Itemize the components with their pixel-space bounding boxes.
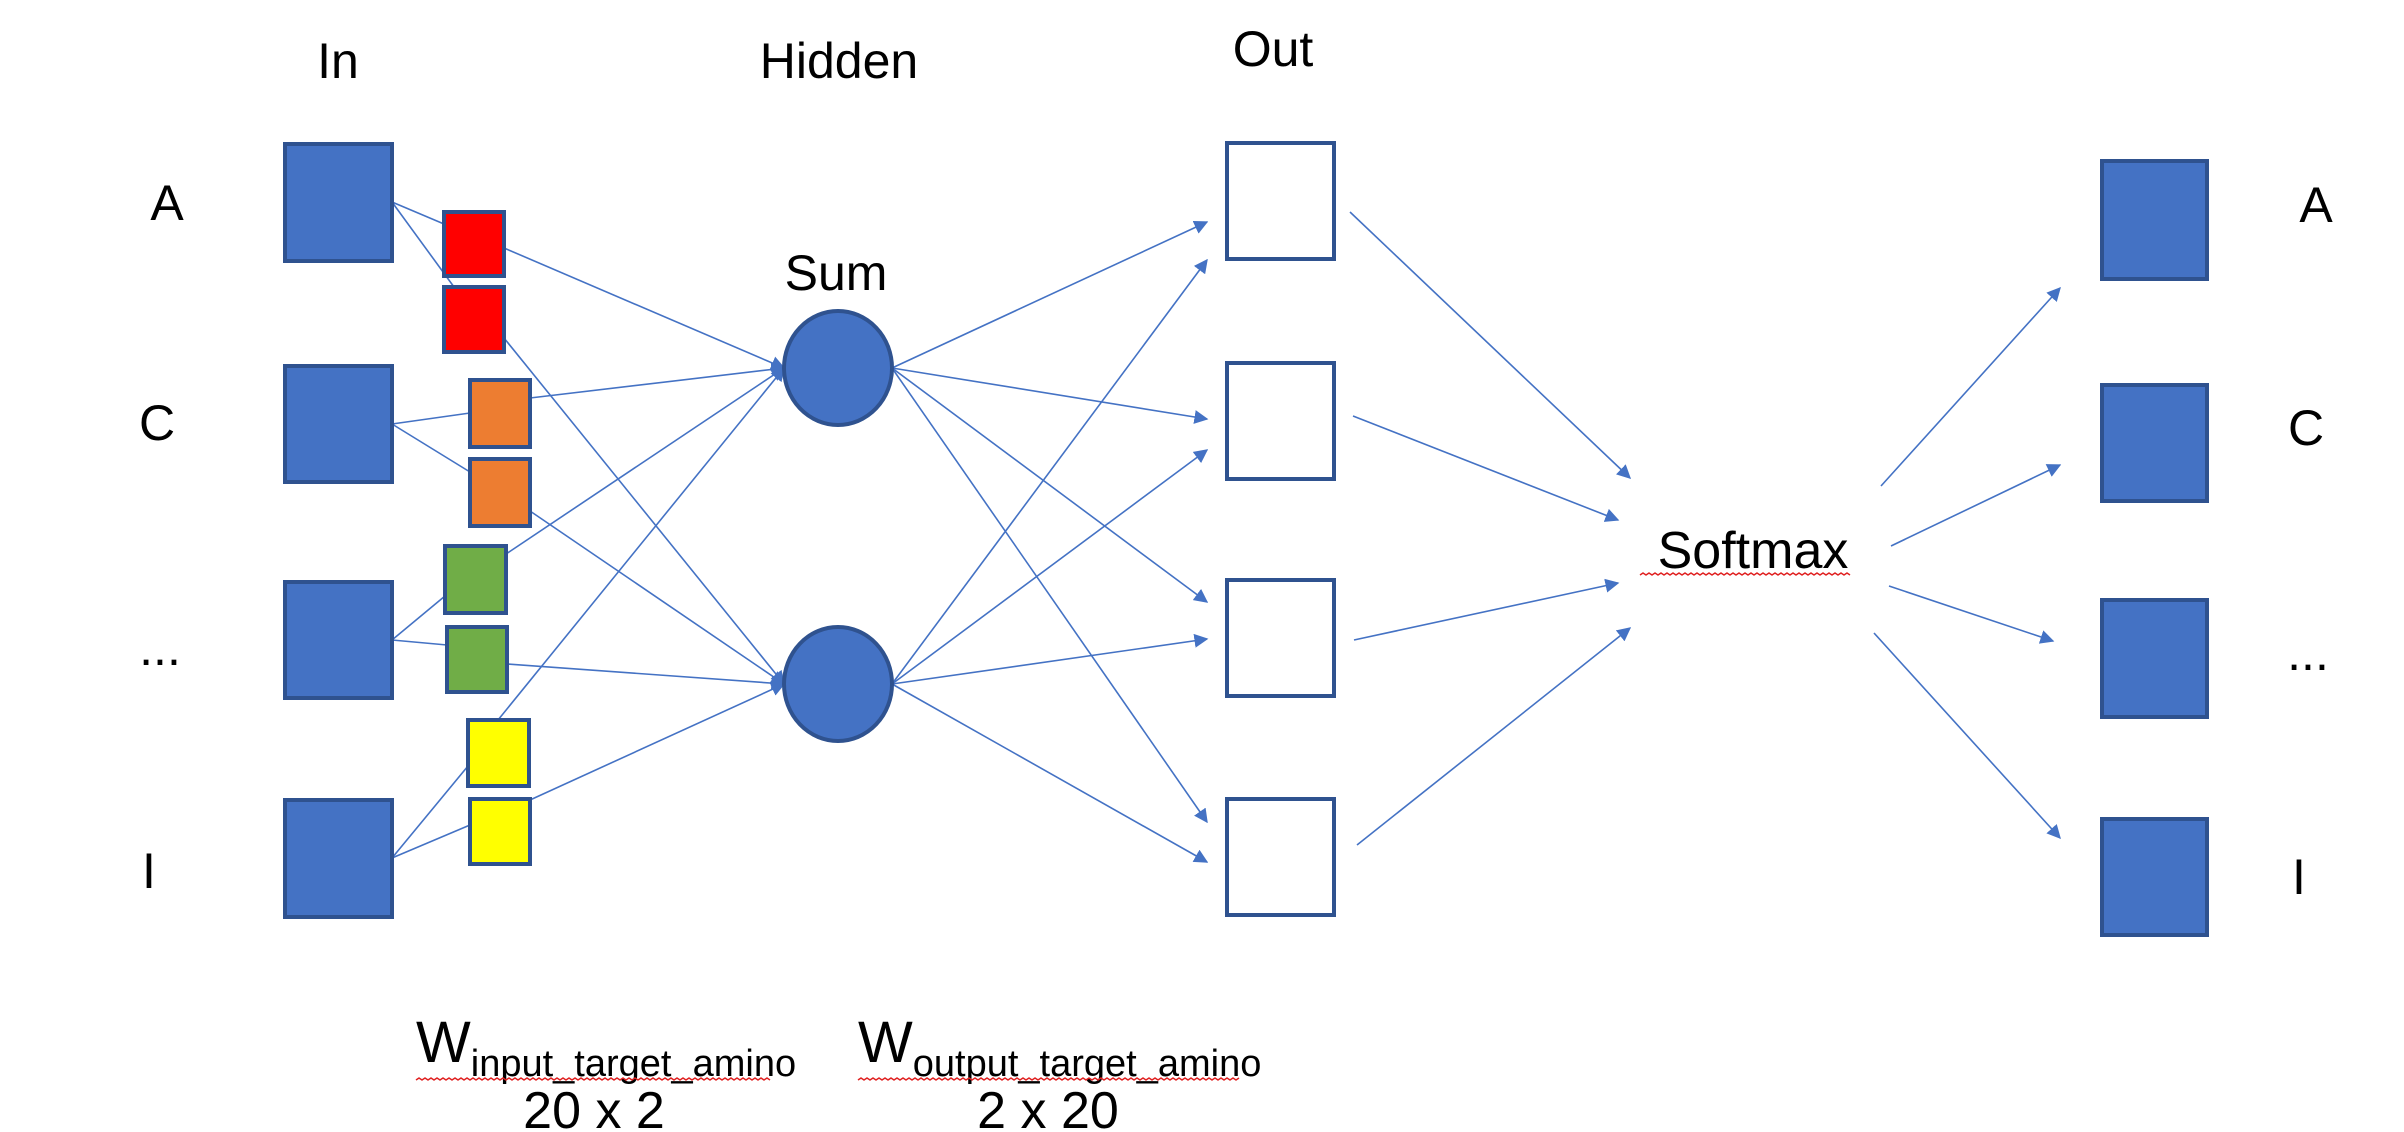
output-label-ellipsis: ... (2287, 625, 2329, 681)
edge-hidden-2-to-output (891, 258, 1208, 685)
edge-softmax-to-final (1880, 286, 2061, 487)
edge-output-to-softmax (1352, 415, 1620, 522)
edge-weight-to-hidden-1 (497, 366, 785, 721)
title-hidden: Hidden (760, 33, 918, 89)
input-node-ellipsis (283, 580, 394, 700)
edge-weight-to-hidden-1 (505, 367, 786, 555)
edge-output-to-softmax (1356, 627, 1632, 846)
input-label-a: A (150, 175, 184, 231)
title-output: Out (1233, 21, 1314, 77)
weight-box-red-2 (442, 285, 506, 354)
weight-output-dims: 2 x 20 (977, 1082, 1119, 1132)
edge-input-a-to-weight (391, 201, 445, 225)
input-node-i (283, 798, 394, 919)
edge-input-c-to-weight (391, 412, 471, 425)
output-label-i: I (2292, 849, 2306, 905)
edge-weight-to-hidden-2 (506, 663, 786, 691)
spellcheck-underline (415, 1077, 771, 1081)
edge-output-to-softmax (1349, 211, 1632, 479)
edge-softmax-to-final (1873, 632, 2061, 840)
output-node-3 (1225, 578, 1336, 698)
edge-weight-to-hidden-1 (503, 247, 786, 370)
final-node-c (2100, 383, 2209, 503)
final-node-i (2100, 817, 2209, 937)
edge-hidden-1-to-output (891, 367, 1209, 603)
edge-hidden-1-to-output (891, 367, 1209, 424)
edges (391, 201, 2062, 863)
weight-output-label: Woutput_target_amino (858, 1010, 1261, 1085)
edge-hidden-2-to-output (891, 449, 1209, 685)
input-label-i: I (142, 843, 156, 899)
input-node-c (283, 364, 394, 484)
edge-input-c-to-weight (391, 423, 471, 473)
title-input: In (317, 33, 359, 89)
edge-input-ellipsis-to-weight (391, 639, 448, 646)
edge-input-i-to-weight (391, 765, 469, 859)
edge-weight-to-hidden-2 (503, 337, 785, 686)
input-node-a (283, 142, 394, 263)
edge-softmax-to-final (1888, 585, 2055, 644)
weight-box-green-2 (445, 625, 509, 694)
weight-input-label: Winput_target_amino (416, 1010, 796, 1085)
edge-softmax-to-final (1890, 464, 2062, 547)
softmax-label: Softmax (1658, 522, 1849, 580)
weight-box-red-1 (442, 210, 506, 278)
input-label-ellipsis: ... (139, 620, 181, 676)
hidden-node-1 (782, 309, 894, 427)
edge-input-i-to-weight (391, 824, 471, 859)
edge-output-to-softmax (1353, 578, 1620, 641)
edge-hidden-2-to-output (891, 683, 1209, 863)
edge-weight-to-hidden-2 (529, 510, 786, 685)
weight-input-symbol: W (416, 1010, 471, 1075)
edge-weight-to-hidden-1 (529, 362, 786, 399)
spellcheck-underline (1639, 572, 1851, 576)
final-node-ellipsis (2100, 598, 2209, 719)
hidden-sum-label: Sum (785, 245, 888, 301)
spellcheck-underline (857, 1077, 1240, 1081)
output-label-c: C (2288, 400, 2324, 456)
output-node-4 (1225, 797, 1336, 917)
edge-hidden-1-to-output (891, 220, 1209, 369)
weight-input-dims: 20 x 2 (523, 1082, 665, 1132)
input-label-c: C (139, 395, 175, 451)
output-node-2 (1225, 361, 1336, 481)
output-node-1 (1225, 141, 1336, 261)
weight-box-orange-1 (468, 378, 532, 449)
hidden-node-2 (782, 625, 894, 743)
output-label-a: A (2299, 177, 2333, 233)
weight-box-orange-2 (468, 457, 532, 528)
weight-box-yellow-2 (468, 797, 532, 866)
edge-input-ellipsis-to-weight (391, 595, 446, 641)
final-node-a (2100, 159, 2209, 281)
edge-hidden-1-to-output (891, 367, 1208, 824)
edge-weight-to-hidden-2 (529, 682, 786, 801)
weight-output-symbol: W (858, 1010, 913, 1075)
weight-box-yellow-1 (466, 718, 531, 788)
edge-hidden-2-to-output (891, 633, 1209, 685)
weight-box-green-1 (443, 544, 508, 615)
